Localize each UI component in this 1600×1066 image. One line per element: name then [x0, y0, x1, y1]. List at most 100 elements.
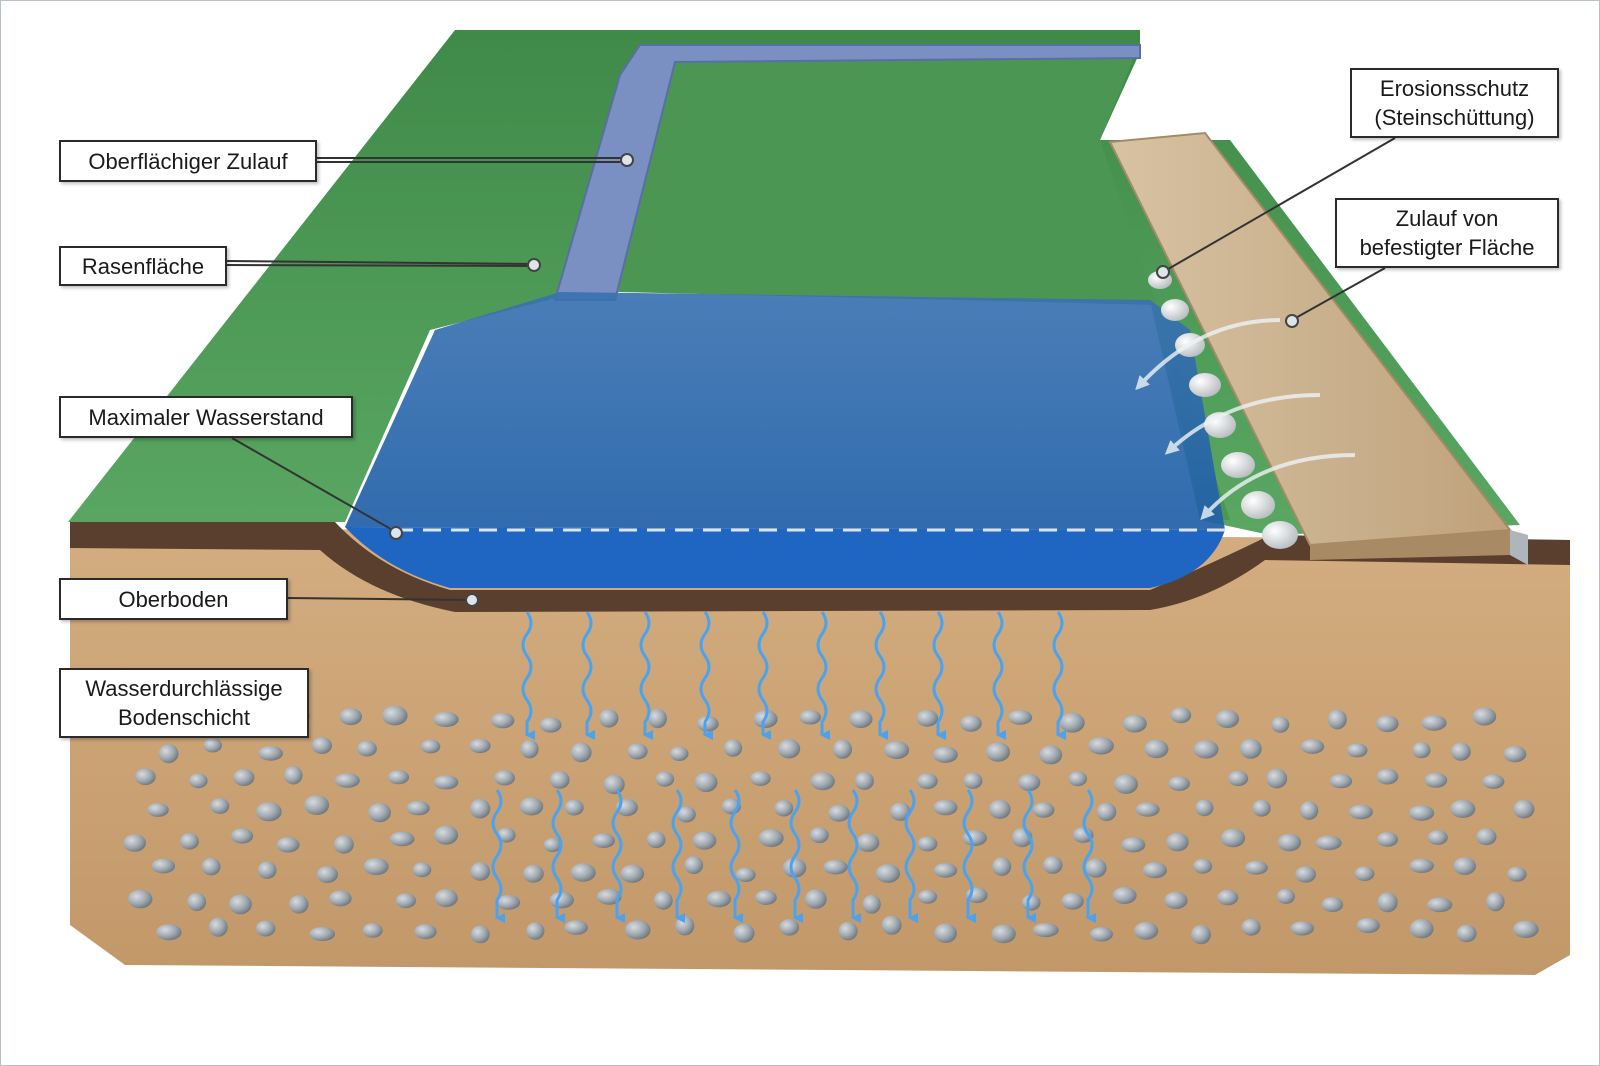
water-basin	[345, 292, 1225, 530]
pebble	[1376, 768, 1399, 785]
pebble	[333, 835, 354, 854]
pebble	[187, 892, 207, 912]
pebble	[123, 834, 146, 852]
pebble	[849, 710, 873, 728]
pebble	[470, 862, 491, 881]
pebble	[653, 891, 673, 910]
pebble	[526, 922, 545, 940]
pebble	[675, 915, 695, 936]
pebble	[1266, 768, 1288, 789]
pebble	[1472, 707, 1497, 726]
pebble	[884, 741, 910, 759]
pebble	[1193, 858, 1213, 874]
pebble	[1033, 802, 1055, 818]
pebble	[627, 743, 648, 760]
pebble	[1195, 799, 1214, 817]
pebble	[334, 773, 360, 788]
pebble	[520, 739, 539, 759]
pebble	[1228, 770, 1249, 787]
pebble	[357, 740, 377, 757]
pebble	[625, 920, 651, 940]
pebble	[420, 739, 441, 754]
infiltration-arrow	[789, 789, 803, 923]
pebble	[1018, 773, 1041, 792]
pebble	[1252, 799, 1271, 817]
infiltration-arrow	[521, 611, 535, 740]
pebble	[549, 771, 570, 789]
infiltration-arrow	[491, 789, 505, 923]
pebble	[706, 890, 732, 908]
infiltration-arrow	[729, 789, 743, 923]
pebble	[1114, 774, 1138, 794]
pebble	[329, 890, 352, 907]
pebble	[918, 889, 938, 904]
pebble	[1346, 743, 1368, 758]
pebble	[1513, 799, 1535, 819]
infiltration-arrow	[992, 611, 1006, 740]
pebble	[599, 709, 619, 728]
pebble	[469, 738, 491, 754]
pebble	[470, 925, 490, 944]
pebble	[1412, 741, 1431, 759]
pebble	[1376, 715, 1399, 733]
pebble	[856, 833, 880, 852]
pebble	[1409, 919, 1434, 939]
pebble	[592, 833, 615, 849]
pebble	[1059, 712, 1085, 733]
pebble	[1142, 862, 1167, 879]
pebble	[692, 831, 717, 850]
pebble	[1453, 857, 1476, 875]
pebble	[1217, 889, 1239, 906]
pebble	[1348, 804, 1373, 820]
pebble	[158, 744, 179, 764]
pebble	[564, 920, 588, 935]
pebble	[549, 891, 574, 909]
pebble	[210, 798, 230, 814]
lawn-right-strip	[620, 55, 1230, 520]
infiltration-arrow	[699, 611, 713, 740]
pebble	[985, 742, 1011, 762]
infiltration-arrow	[639, 611, 653, 740]
pebble	[208, 917, 228, 937]
label-topsoil: Oberboden	[59, 578, 288, 620]
pebble	[564, 799, 584, 816]
pebble	[1239, 738, 1262, 759]
pebble	[669, 746, 689, 761]
pebble	[389, 831, 415, 847]
pebble	[932, 746, 958, 763]
pebble	[1112, 887, 1137, 904]
infiltration-arrows	[491, 611, 1096, 923]
pebble	[1424, 772, 1448, 788]
pebble	[309, 927, 336, 941]
pebble	[1408, 805, 1435, 821]
infiltration-arrow	[1082, 789, 1096, 923]
pebble	[147, 802, 169, 817]
pebble	[1191, 924, 1211, 945]
pebble	[258, 745, 283, 761]
pebble	[1426, 897, 1453, 913]
pebble	[875, 864, 901, 883]
pebble	[1164, 891, 1188, 910]
pebble	[494, 770, 515, 786]
infiltration-arrow	[904, 789, 918, 923]
pebble	[257, 861, 277, 879]
pebble	[523, 864, 544, 883]
pebble	[406, 800, 430, 816]
pebble	[1241, 918, 1261, 936]
pebble	[934, 923, 957, 943]
pebble	[156, 924, 182, 941]
pebble	[304, 795, 330, 815]
pebble	[1321, 897, 1344, 913]
pebble	[134, 768, 156, 786]
infiltration-arrow	[581, 611, 595, 740]
label-permeable-soil-layer: Wasserdurchlässige Bodenschicht	[59, 668, 309, 738]
leader-lines	[226, 137, 1396, 601]
pebble	[696, 716, 719, 732]
pebble	[694, 772, 718, 793]
pebble	[960, 715, 982, 732]
pebble	[1168, 776, 1190, 791]
pebble	[276, 837, 300, 853]
pebble	[823, 859, 848, 875]
pebble	[128, 889, 153, 909]
